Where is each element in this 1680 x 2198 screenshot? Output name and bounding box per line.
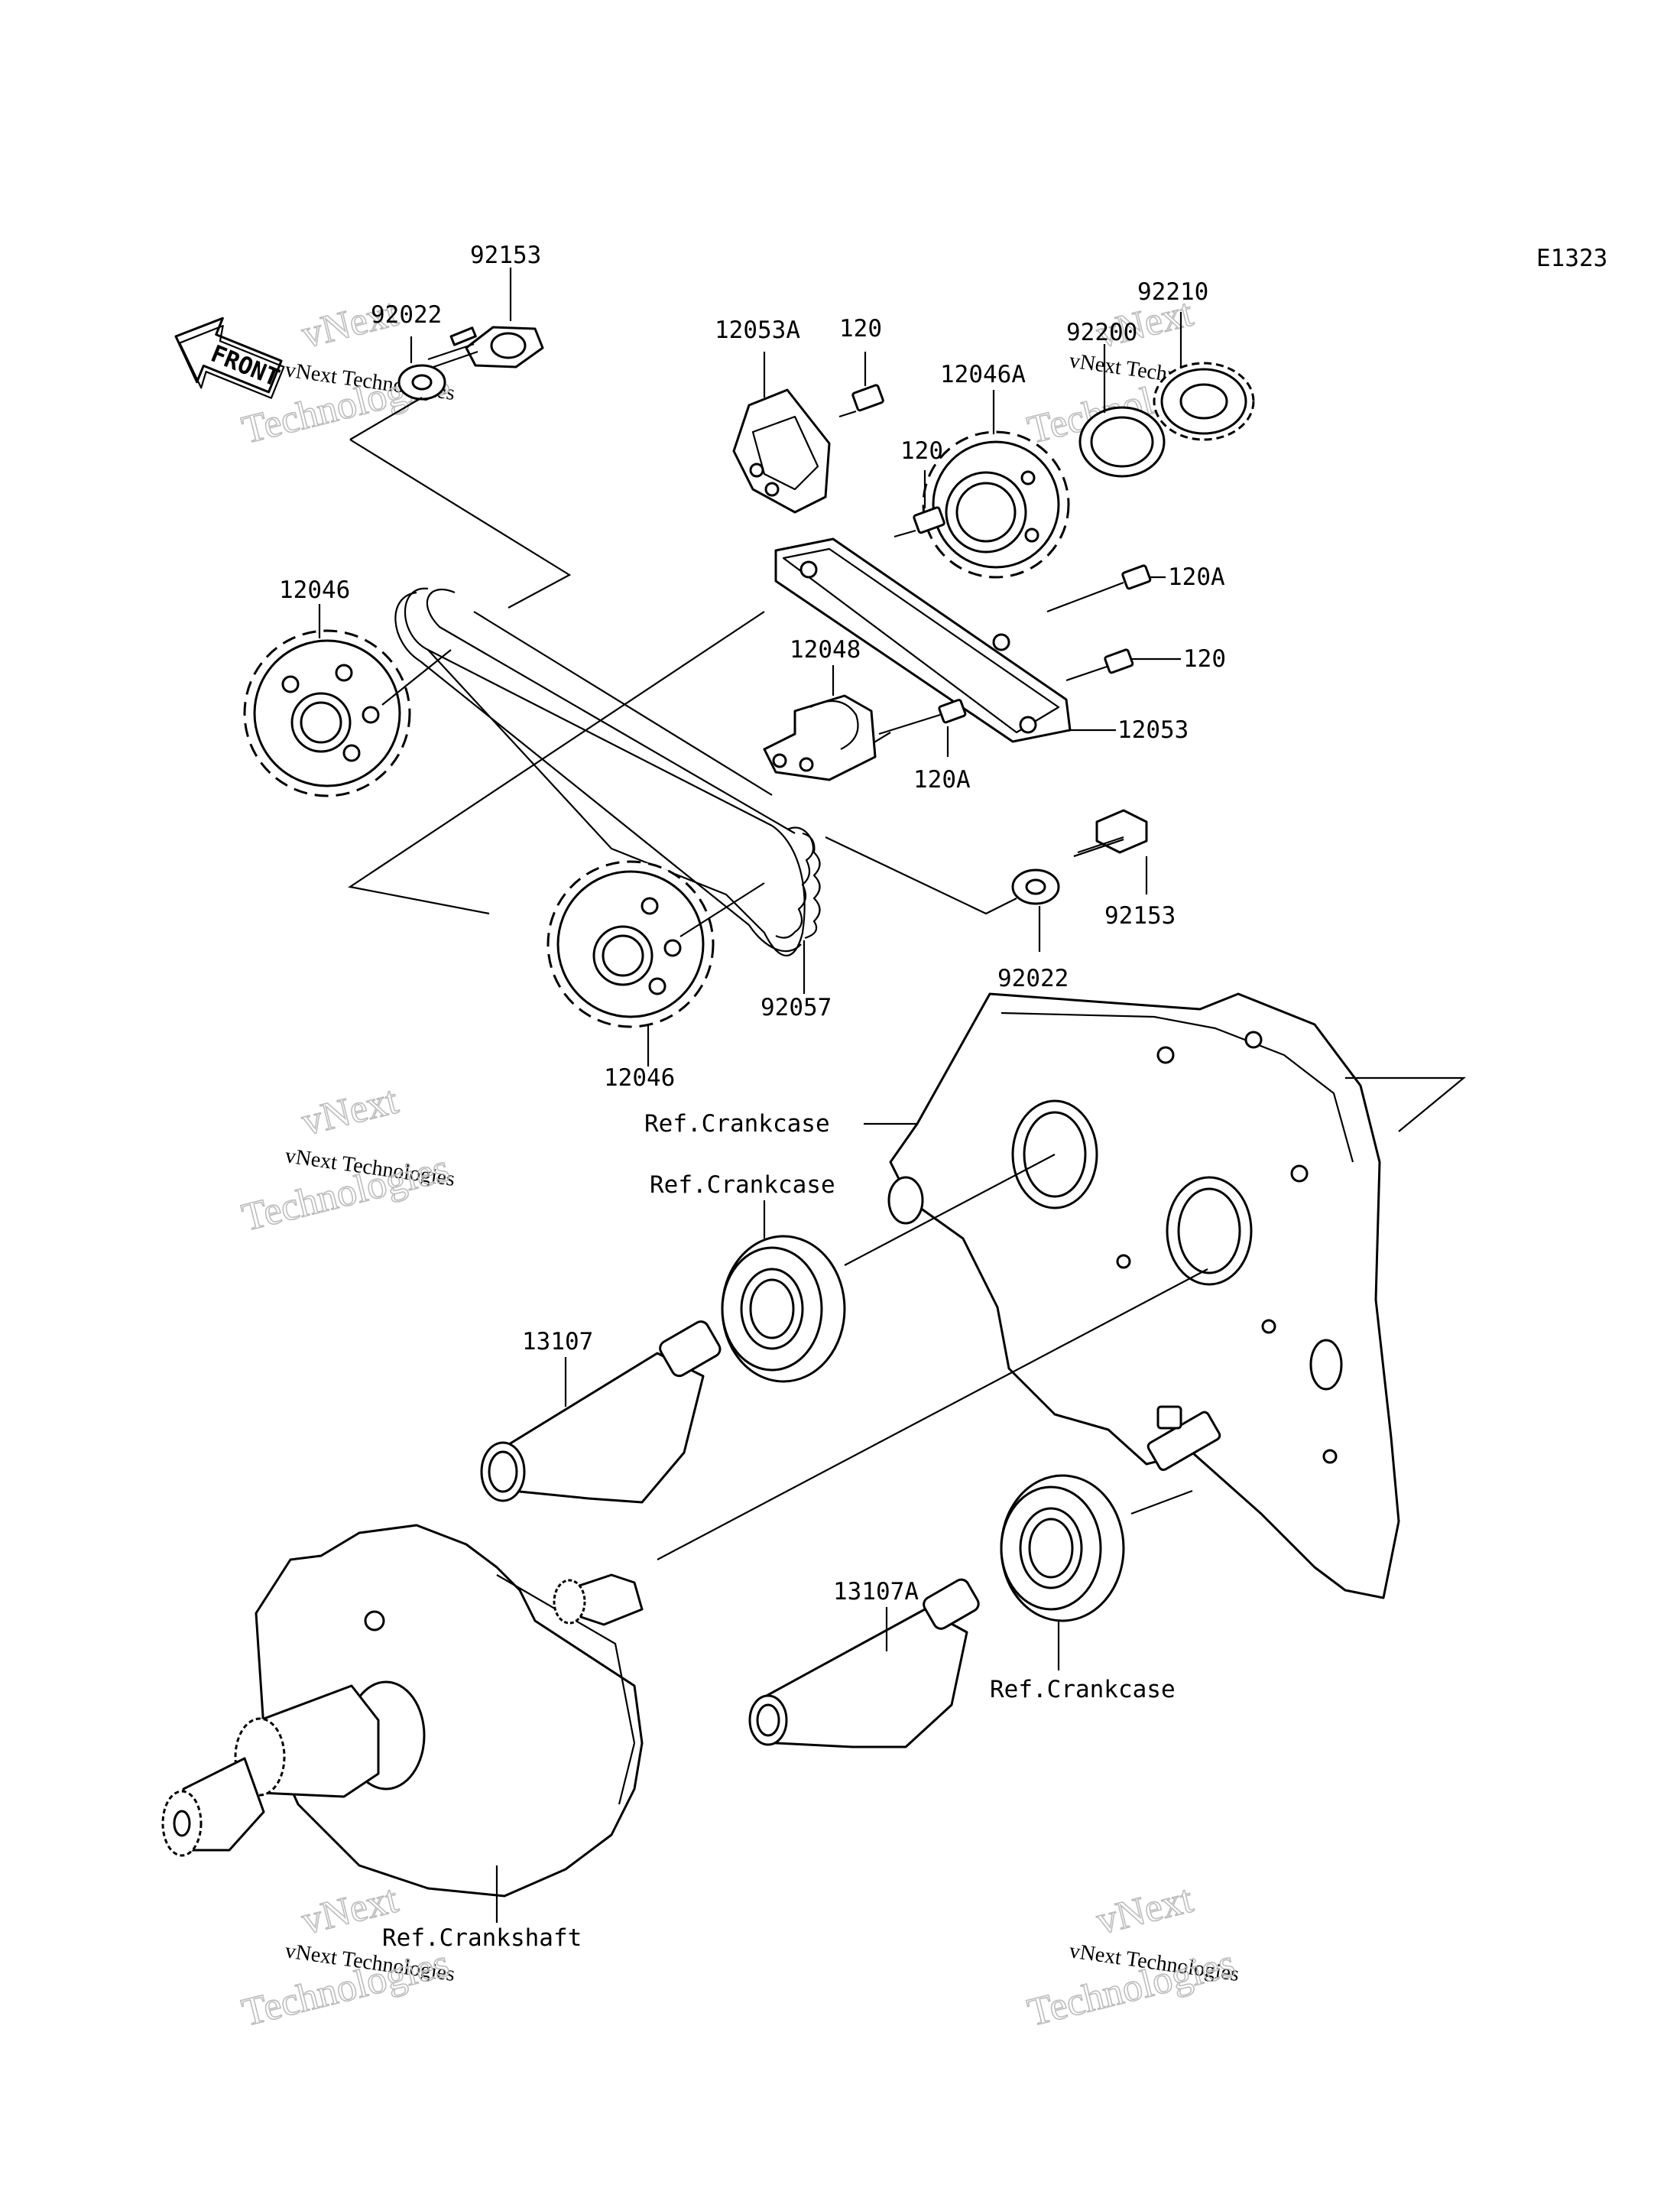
label-ref-crankcase-3: Ref.Crankcase: [990, 1676, 1176, 1703]
watermark-bottom-left: vNext vNext Technologies Technologies: [237, 1877, 456, 2036]
bearing-lower: [1000, 1474, 1125, 1622]
leader-12046-left-chain: [381, 649, 452, 706]
label-13107A: 13107A: [833, 1578, 919, 1605]
label-13107: 13107: [522, 1328, 593, 1355]
frame-line-upper: [349, 439, 572, 609]
label-92200: 92200: [1066, 319, 1137, 346]
axis-line-crankshaft: [657, 1268, 1208, 1560]
tensioner-12048: [763, 694, 877, 781]
label-92022-top: 92022: [371, 301, 442, 329]
label-92057: 92057: [761, 994, 832, 1021]
washer-92022-low: [1011, 868, 1060, 905]
nut-92210: [1153, 362, 1255, 441]
label-120-right: 120: [1183, 645, 1226, 673]
washer-92022-top: [397, 364, 446, 401]
label-12046-lower: 12046: [604, 1064, 675, 1092]
watermark-bottom-right: vNext vNext Technologies Technologies: [1023, 1877, 1241, 2036]
axis-line-upper-bearing: [844, 1154, 1056, 1266]
bolt-92153-low: [1073, 809, 1148, 858]
label-92022-low: 92022: [997, 965, 1069, 992]
label-ref-crankcase-2: Ref.Crankcase: [650, 1171, 835, 1199]
label-ref-crankshaft: Ref.Crankshaft: [382, 1924, 582, 1952]
label-12046-left: 12046: [279, 576, 350, 604]
crankshaft: [161, 1524, 644, 1898]
frame-line-lower: [348, 611, 765, 915]
leader-12046-lower-chain: [679, 882, 765, 937]
label-ref-crankcase-1: Ref.Crankcase: [644, 1110, 830, 1138]
sprocket-12046-lower: [546, 860, 715, 1028]
label-12053: 12053: [1117, 716, 1189, 744]
label-12048: 12048: [790, 636, 861, 664]
bolt-120-right: [1065, 648, 1134, 682]
bearing-upper: [721, 1235, 846, 1383]
frame-line-crankcase-right: [1345, 1076, 1467, 1132]
label-92153-low: 92153: [1104, 902, 1176, 930]
timing-chain-92057: [394, 587, 821, 956]
bolt-120A-low: [878, 699, 967, 735]
svg-text:vNext: vNext: [297, 1078, 403, 1144]
crankcase: [887, 992, 1400, 1599]
label-120A-low: 120A: [913, 766, 971, 794]
frame-line-washer: [349, 397, 423, 440]
diagram-code: E1323: [1536, 245, 1607, 272]
tensioner-12053A: [732, 388, 831, 514]
sprocket-12046-left: [243, 629, 411, 797]
axis-line-lower-bearing: [1130, 1489, 1193, 1515]
shaft-13107: [480, 1320, 722, 1504]
watermark-mid-left: vNext vNext Technologies Technologies: [237, 1078, 456, 1241]
label-12046A: 12046A: [940, 361, 1026, 388]
sprocket-12046A: [922, 430, 1070, 579]
label-12053A: 12053A: [715, 317, 800, 344]
bolt-120-mid: [894, 506, 945, 538]
washer-92200: [1078, 406, 1166, 478]
bolt-120-top: [838, 384, 884, 418]
front-arrow-icon: FRONT: [174, 317, 285, 399]
bolt-120A-right: [1046, 564, 1152, 613]
bolt-92153-top: [427, 326, 544, 368]
label-120-mid: 120: [900, 437, 943, 465]
label-92210: 92210: [1137, 278, 1208, 306]
label-92153-top: 92153: [470, 242, 541, 269]
svg-text:vNext: vNext: [1092, 1877, 1198, 1943]
frame-line-washer-low: [825, 836, 1017, 915]
label-120A-right: 120A: [1168, 563, 1225, 591]
label-120-top: 120: [839, 315, 882, 343]
shaft-13107A: [748, 1578, 980, 1748]
